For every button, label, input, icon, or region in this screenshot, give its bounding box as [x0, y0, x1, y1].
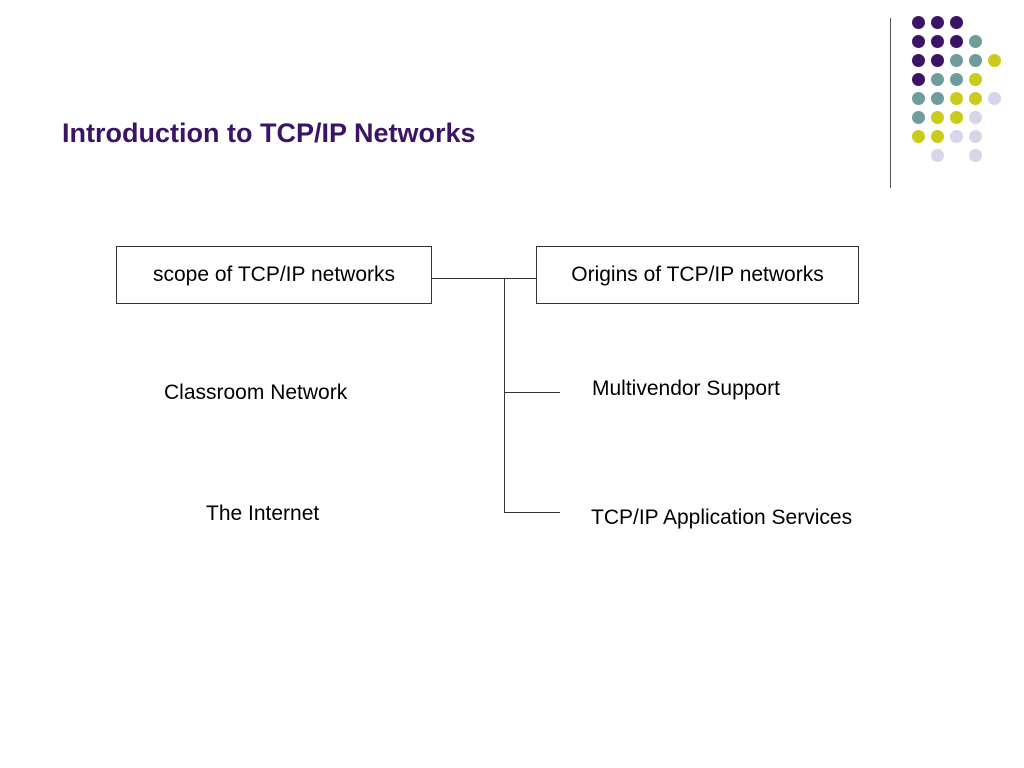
decorative-dot	[931, 130, 944, 143]
classroom-network-label: Classroom Network	[164, 381, 348, 404]
decorative-dot	[950, 35, 963, 48]
multivendor-support-label: Multivendor Support	[592, 377, 780, 400]
origins-box: Origins of TCP/IP networks	[536, 246, 859, 304]
decorative-dot	[912, 130, 925, 143]
decorative-divider	[890, 18, 891, 188]
decorative-dot	[950, 54, 963, 67]
decorative-dot	[912, 92, 925, 105]
decorative-dot	[931, 92, 944, 105]
decorative-dot	[969, 149, 982, 162]
connector-branch-multivendor	[504, 392, 560, 393]
decorative-dot	[988, 92, 1001, 105]
decorative-dot	[931, 54, 944, 67]
decorative-dot	[912, 73, 925, 86]
decorative-dot	[931, 149, 944, 162]
slide-title: Introduction to TCP/IP Networks	[62, 118, 476, 148]
decorative-dot	[931, 111, 944, 124]
connector-horizontal	[432, 278, 536, 279]
decorative-dot	[969, 73, 982, 86]
decorative-dot	[931, 35, 944, 48]
decorative-dot	[969, 111, 982, 124]
decorative-dot	[969, 35, 982, 48]
decorative-dot	[950, 130, 963, 143]
decorative-dot	[950, 92, 963, 105]
decorative-dot	[912, 111, 925, 124]
decorative-dot	[912, 35, 925, 48]
decorative-dot	[912, 54, 925, 67]
decorative-dot	[969, 92, 982, 105]
connector-branch-services	[504, 512, 560, 513]
scope-box: scope of TCP/IP networks	[116, 246, 432, 304]
decorative-dot	[912, 16, 925, 29]
the-internet-label: The Internet	[206, 502, 320, 525]
decorative-dot	[931, 73, 944, 86]
decorative-dot	[950, 111, 963, 124]
decorative-dot	[950, 73, 963, 86]
connector-vertical	[504, 278, 505, 513]
tcpip-application-services-label: TCP/IP Application Services	[591, 506, 853, 529]
decorative-dot	[969, 54, 982, 67]
decorative-dot	[950, 16, 963, 29]
decorative-dot	[988, 54, 1001, 67]
decorative-dot	[931, 16, 944, 29]
decorative-dot	[969, 130, 982, 143]
